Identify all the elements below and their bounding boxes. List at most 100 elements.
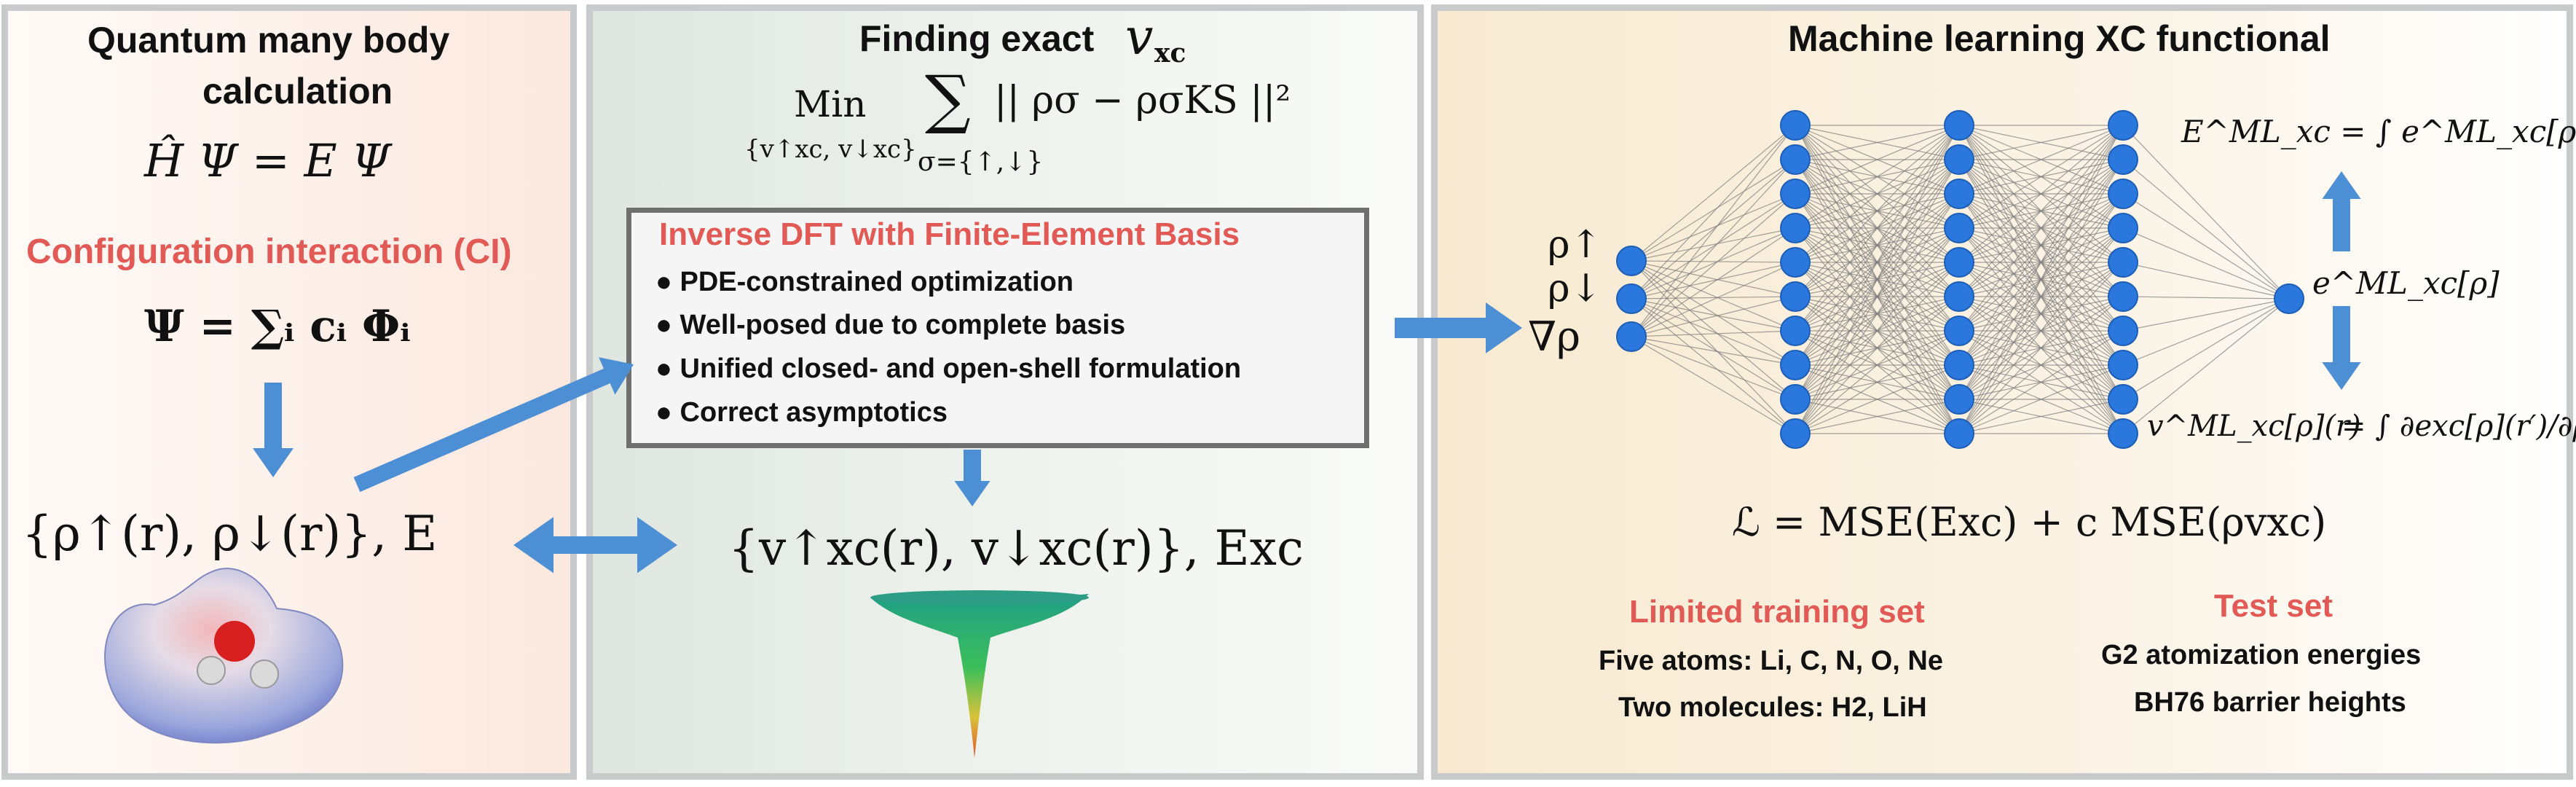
nn-node-l3-9: [2108, 418, 2138, 449]
nn-edge-l0-2-3: [1631, 227, 1796, 337]
nn-edge-l0-1-0: [1631, 125, 1796, 299]
nn-edge-l0-1-1: [1631, 159, 1796, 299]
nn-edge-l0-0-2: [1631, 193, 1796, 262]
nn-edge-l2-1-0: [1958, 125, 2124, 160]
nn-node-l3-5: [2108, 281, 2138, 312]
nn-edge-l0-0-7: [1631, 260, 1796, 366]
nn-node-l1-4: [1780, 247, 1811, 278]
nn-edge-l3-1-0: [2122, 159, 2290, 299]
nn-edge-l0-0-3: [1631, 227, 1796, 262]
hydrogen-atom-right: [250, 659, 279, 689]
nn-edge-l1-3-0: [1795, 125, 1960, 229]
bullet-1: ● PDE-constrained optimization: [655, 267, 1074, 297]
nn-node-l2-6: [1944, 316, 1974, 346]
panel2-title: Finding exact: [859, 18, 1095, 59]
nn-edge-l2-3-0: [1958, 125, 2124, 229]
nn-node-l0-0: [1616, 246, 1647, 276]
test-set-title: Test set: [2214, 588, 2333, 624]
nn-node-l2-3: [1944, 213, 1974, 243]
arrow-density-to-inverse-dft: [353, 357, 634, 493]
panel1-title-line1: Quantum many body: [87, 20, 450, 60]
nn-node-l1-5: [1780, 281, 1811, 312]
nn-edge-l2-9-4: [1958, 262, 2124, 434]
bullet-3: ● Unified closed- and open-shell formula…: [655, 353, 1242, 384]
training-set-title: Limited training set: [1629, 594, 1925, 630]
min-label: Min: [794, 83, 867, 125]
neural-network-connections: [1631, 125, 2290, 434]
nn-edge-l1-9-7: [1795, 364, 1960, 434]
nn-node-l3-4: [2108, 247, 2138, 278]
nn-edge-l0-2-2: [1631, 193, 1796, 337]
input-rho-up: ρ↑: [1548, 223, 1602, 267]
nn-edge-l0-0-6: [1631, 260, 1796, 332]
nn-node-l1-2: [1780, 179, 1811, 209]
nn-edge-l1-9-8: [1795, 399, 1960, 434]
nn-edge-l0-1-4: [1631, 262, 1796, 299]
nn-edge-l2-9-3: [1958, 227, 2124, 434]
arrow-density-to-inverse-dft-shape: [353, 357, 634, 493]
panel1-title-line2: calculation: [202, 71, 393, 111]
nn-node-l0-1: [1616, 283, 1647, 314]
nn-edge-l2-9-5: [1958, 296, 2124, 434]
nn-edge-l0-1-9: [1631, 298, 1796, 434]
nn-edge-l2-9-2: [1958, 193, 2124, 434]
nn-edge-l0-0-4: [1631, 260, 1796, 263]
nn-node-l3-7: [2108, 350, 2138, 380]
nn-node-l4-0: [2274, 283, 2304, 314]
nn-edge-l2-9-0: [1958, 125, 2124, 434]
nn-node-l2-8: [1944, 384, 1974, 415]
nn-node-l1-3: [1780, 213, 1811, 243]
exact-vxc-result: {v↑xc(r), v↓xc(r)}, Exc: [728, 520, 1304, 576]
nn-edge-l1-9-1: [1795, 159, 1960, 434]
nn-edge-l0-1-7: [1631, 298, 1796, 366]
inverse-dft-box: [626, 208, 1369, 448]
nn-node-l2-9: [1944, 418, 1974, 449]
nn-node-l3-6: [2108, 316, 2138, 346]
nn-node-l1-9: [1780, 418, 1811, 449]
xc-potential-funnel: [870, 590, 1089, 758]
nn-edge-l2-5-0: [1958, 125, 2124, 297]
test-item-bh76: BH76 barrier heights: [2134, 687, 2406, 718]
nn-edge-l3-8-0: [2122, 298, 2290, 400]
water-molecule-image: [104, 568, 344, 744]
nn-edge-l2-8-0: [1958, 125, 2124, 400]
nn-node-l2-1: [1944, 144, 1974, 175]
nn-edge-l1-1-0: [1795, 125, 1960, 160]
panel-machine-learning-xc: [1431, 4, 2573, 780]
nn-edge-l0-1-3: [1631, 227, 1796, 299]
nn-node-l1-0: [1780, 110, 1811, 141]
nn-edge-l3-3-0: [2122, 227, 2290, 299]
nn-edge-l2-9-7: [1958, 364, 2124, 434]
density-set: {ρ↑(r), ρ↓(r)}, E: [22, 506, 438, 562]
hamiltonian-equation: Ĥ Ψ = E Ψ: [144, 134, 391, 187]
objective-norm: || ρσ − ρσKS ||²: [994, 79, 1291, 122]
nn-edge-l0-2-1: [1631, 159, 1796, 337]
funnel-rim: [870, 590, 1089, 605]
training-item-molecules: Two molecules: H2, LiH: [1618, 692, 1927, 723]
nn-edge-l1-9-0: [1795, 125, 1960, 434]
nn-node-l2-4: [1944, 247, 1974, 278]
arrow-down-potential-shape: [2322, 306, 2361, 390]
arrow-to-neural-network: [1395, 302, 1522, 353]
nn-node-l3-3: [2108, 213, 2138, 243]
nn-node-l1-6: [1780, 316, 1811, 346]
nn-edge-l1-2-0: [1795, 125, 1960, 195]
test-item-g2: G2 atomization energies: [2101, 640, 2422, 670]
nn-edge-l2-9-6: [1958, 330, 2124, 434]
ml-potential-lhs: v^ML_xc[ρ](r): [2147, 410, 2361, 443]
nn-edge-l0-1-6: [1631, 298, 1796, 332]
nn-edge-l1-7-0: [1795, 125, 1960, 366]
nn-edge-l2-4-0: [1958, 125, 2124, 263]
funnel-surface: [870, 594, 1089, 758]
arrow-down-potential: [2322, 306, 2361, 390]
nn-edge-l0-0-0: [1631, 125, 1796, 262]
nn-edge-l1-9-3: [1795, 227, 1960, 434]
arrow-up-energy: [2322, 171, 2361, 251]
loss-function: ℒ = MSE(Exc) + c MSE(ρvxc): [1732, 499, 2327, 545]
neural-network-nodes: [1616, 110, 2304, 449]
panel2-title-symbol-sub: xc: [1154, 38, 1186, 68]
hydrogen-atom-left: [197, 656, 226, 685]
nn-edge-l0-2-5: [1631, 296, 1796, 337]
nn-edge-l1-4-0: [1795, 125, 1960, 263]
nn-node-l3-1: [2108, 144, 2138, 175]
